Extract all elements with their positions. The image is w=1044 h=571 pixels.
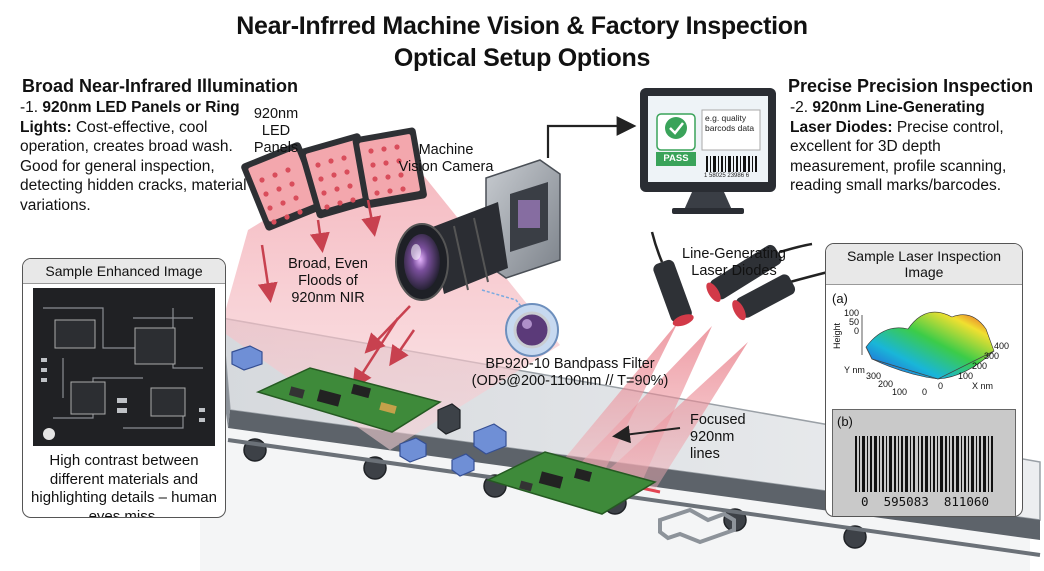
right-item-prefix: -2. [790, 99, 809, 116]
z-axis-ticks: 100 50 0 [844, 309, 859, 336]
surface-plot: (a) Height 100 50 0 Y nm 300 200 100 0 4… [826, 285, 1022, 397]
camera-to-monitor-arrow [546, 116, 637, 158]
monitor-pass-text: PASS [663, 153, 689, 164]
left-heading: Broad Near-Infrared Illumination [22, 76, 299, 96]
monitor-barcode-number: 1 58025 23986 6 [704, 173, 750, 179]
left-item: -1. 920nm LED Panels or Ring Lights: Cos… [20, 98, 250, 215]
x-tick: 400 [994, 341, 1010, 351]
x-tick: 200 [972, 361, 988, 371]
flood-arrows [257, 199, 416, 390]
origin-label: 0 [922, 387, 928, 397]
z-axis-label: Height [832, 322, 842, 349]
pcb-board-1 [255, 367, 442, 433]
focused-lines-label: Focused 920nm lines [690, 412, 746, 462]
x-tick: 100 [958, 371, 974, 381]
y-tick: 300 [866, 371, 882, 381]
title-line-2: Optical Setup Options [393, 44, 651, 72]
sample-laser-panel: Sample Laser Inspection Image (a) Height… [825, 243, 1023, 517]
z-tick: 0 [854, 326, 860, 336]
laser-fan-3 [600, 342, 748, 490]
monitor-info-text: e.g. quality barcods data [705, 113, 755, 133]
barcode-digits: 0 595083 811060 [861, 494, 989, 509]
right-item: -2. 920nm Line-Generating Laser Diodes: … [790, 98, 1028, 196]
x-tick: 300 [984, 351, 1000, 361]
sample-enhanced-image [33, 288, 215, 446]
z-tick: 50 [849, 317, 860, 327]
barcode-bars [855, 436, 993, 492]
y-axis-label: Y nm [844, 365, 865, 375]
filter-label: BP920-10 Bandpass Filter (OD5@200-1100nm… [470, 356, 670, 390]
part-b-label: (b) [837, 414, 853, 429]
camera [395, 159, 561, 301]
filter-label-line-2: (OD5@200-1100nm // T=90%) [471, 373, 669, 389]
sample-enhanced-panel: Sample Enhanced Image High contrast betw… [22, 258, 226, 518]
belt-parts [231, 345, 736, 545]
filter-label-line-1: BP920-10 Bandpass Filter [485, 356, 655, 372]
left-item-prefix: -1. [20, 99, 39, 116]
x-tick: 0 [938, 381, 944, 391]
right-item-bold: 920nm Line-Generating Laser Diodes: [790, 99, 985, 136]
title-line-1: Near-Infrred Machine Vision & Factory In… [236, 12, 808, 40]
floods-label: Broad, Even Floods of 920nm NIR [288, 256, 368, 306]
filter-callout [481, 289, 559, 357]
led-panels [241, 127, 427, 231]
left-item-text: Cost-effective, cool operation, creates … [20, 118, 247, 214]
part-a-label: (a) [832, 291, 848, 306]
z-tick: 100 [844, 308, 860, 318]
x-axis-label: X nm [972, 381, 994, 391]
sample-laser-header: Sample Laser Inspection Image [826, 244, 1022, 285]
right-item-text: Precise control, excellent for 3D depth … [790, 118, 1007, 195]
barcode-image: (b) 0 595 [832, 409, 1016, 516]
laser-fan-2 [570, 326, 712, 486]
right-heading: Precise Precision Inspection [788, 76, 1034, 96]
pcb-board-2 [485, 451, 657, 515]
monitor [640, 88, 776, 214]
y-tick: 200 [878, 379, 894, 389]
y-tick: 100 [892, 387, 908, 397]
surface-plot-graphic [861, 311, 995, 380]
sample-enhanced-header: Sample Enhanced Image [23, 259, 225, 284]
sample-enhanced-caption: High contrast between different material… [31, 452, 217, 518]
monitor-barcode [706, 156, 757, 172]
laser-diodes [650, 231, 829, 327]
focused-lines-arrow [612, 425, 681, 444]
laser-diodes-label: Line-Generating Laser Diodes [682, 246, 786, 279]
led-panels-label: 920nm LED Panels [253, 106, 299, 156]
left-item-bold: 920nm LED Panels or Ring Lights: [20, 99, 240, 136]
camera-label: Machine Vision Camera [398, 142, 494, 175]
laser-fan-1 [555, 322, 678, 480]
